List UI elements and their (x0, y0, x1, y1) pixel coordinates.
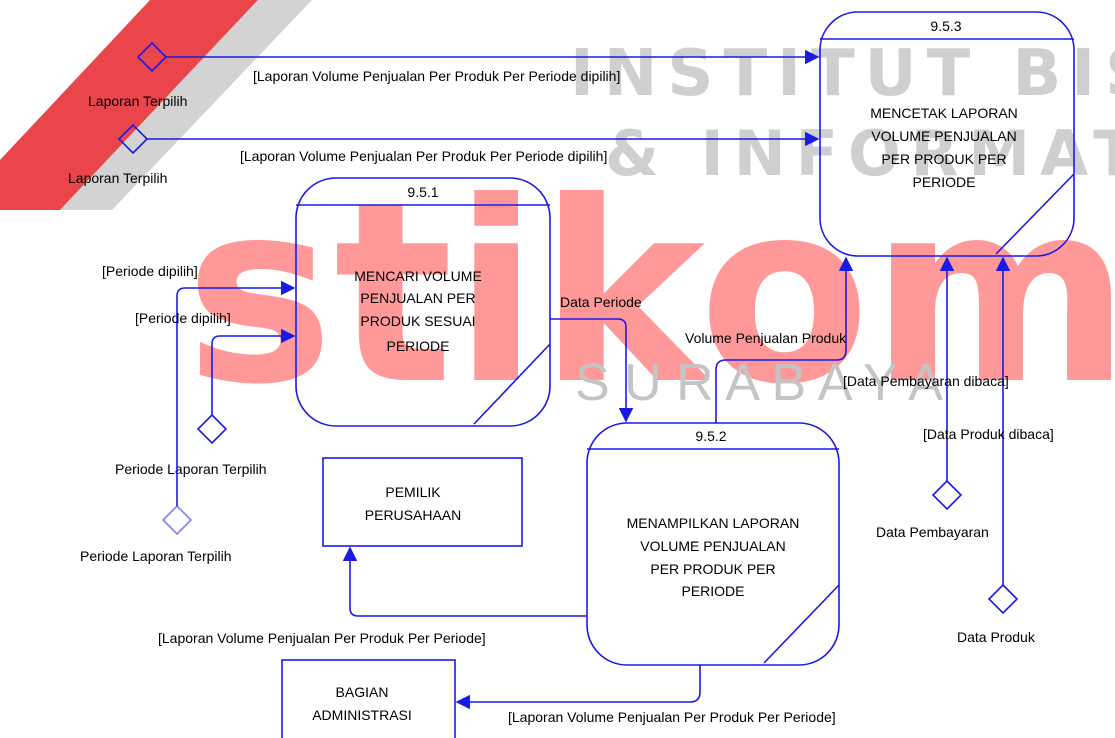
connector-data-pembayaran[interactable] (931, 479, 963, 511)
entity-label-line: PEMILIK (385, 484, 441, 500)
flow-label: [Laporan Volume Penjualan Per Produk Per… (253, 68, 620, 84)
process-label-line: PERIODE (912, 174, 975, 190)
connector-periode-laporan-terpilih-1[interactable] (196, 413, 228, 445)
flow-label: [Data Produk dibaca] (923, 426, 1054, 442)
watermark-logo-gray-right (60, 0, 312, 210)
flow-label: [Periode dipilih] (135, 310, 231, 326)
flow-laporan-bagian[interactable] (455, 665, 701, 710)
process-9-5-2[interactable]: 9.5.2 MENAMPILKAN LAPORAN VOLUME PENJUAL… (586, 422, 840, 666)
entity-pemilik-perusahaan[interactable]: PEMILIK PERUSAHAAN (322, 457, 523, 547)
connector-periode-laporan-terpilih-2[interactable] (161, 504, 193, 536)
entity-label-line: PERUSAHAAN (365, 507, 461, 523)
connector-label: Data Pembayaran (876, 524, 989, 540)
connector-label: Periode Laporan Terpilih (115, 461, 267, 477)
watermark-line1: INSTITUT BISNIS (570, 37, 1115, 111)
process-label-line: PERIODE (681, 583, 744, 599)
connector-label: Periode Laporan Terpilih (80, 548, 232, 564)
process-label-line: MENCARI VOLUME (354, 268, 482, 284)
flow-label: [Data Pembayaran dibaca] (843, 373, 1009, 389)
process-label-line: VOLUME PENJUALAN (871, 128, 1016, 144)
watermark-logo-red-left (0, 0, 258, 210)
process-number: 9.5.1 (407, 184, 438, 200)
process-label-line: PER PRODUK PER (881, 151, 1006, 167)
watermark-line2: & INFORMATIKA (605, 117, 1115, 190)
process-label-line: MENCETAK LAPORAN (870, 105, 1018, 121)
flow-label: [Laporan Volume Penjualan Per Produk Per… (158, 630, 486, 646)
flow-label: [Periode dipilih] (102, 263, 198, 279)
watermark-city: S U R A B A Y A (575, 354, 943, 412)
entity-label-line: ADMINISTRASI (312, 707, 412, 723)
watermark: INSTITUT BISNIS & INFORMATIKA stikom S U… (0, 0, 1115, 439)
connector-data-produk[interactable] (987, 583, 1019, 615)
flow-data-periode[interactable] (550, 318, 634, 423)
connector-label: Laporan Terpilih (68, 170, 167, 186)
entity-bagian-administrasi[interactable]: BAGIAN ADMINISTRASI (281, 659, 456, 738)
connector-label: Data Produk (957, 629, 1036, 645)
connector-laporan-terpilih-1[interactable] (136, 41, 168, 73)
connector-laporan-terpilih-2[interactable] (117, 123, 149, 155)
flow-volume-penjualan-produk[interactable] (715, 256, 854, 423)
entity-label-line: BAGIAN (336, 684, 389, 700)
connector-label: Laporan Terpilih (88, 93, 187, 109)
process-label-line: VOLUME PENJUALAN (640, 538, 785, 554)
process-9-5-3[interactable]: 9.5.3 MENCETAK LAPORAN VOLUME PENJUALAN … (819, 11, 1075, 257)
process-label-line: PER PRODUK PER (650, 561, 775, 577)
flow-label: [Laporan Volume Penjualan Per Produk Per… (240, 148, 607, 164)
flow-label: Volume Penjualan Produk (685, 330, 847, 346)
flow-laporan-pemilik[interactable] (342, 546, 587, 617)
process-number: 9.5.2 (695, 428, 726, 444)
process-label-line: PERIODE (386, 338, 449, 354)
process-9-5-1[interactable]: 9.5.1 MENCARI VOLUME PENJUALAN PER PRODU… (295, 177, 551, 427)
flow-label: [Laporan Volume Penjualan Per Produk Per… (508, 709, 836, 725)
process-number: 9.5.3 (930, 18, 961, 34)
process-label-line: PRODUK SESUAI (360, 313, 475, 329)
flow-periode-dipilih-1[interactable] (176, 280, 296, 506)
flow-label: Data Periode (560, 294, 642, 310)
process-label-line: MENAMPILKAN LAPORAN (627, 515, 800, 531)
watermark-brand: stikom (185, 148, 1115, 439)
flow-periode-dipilih-2[interactable] (211, 328, 296, 415)
process-label-line: PENJUALAN PER (360, 290, 475, 306)
